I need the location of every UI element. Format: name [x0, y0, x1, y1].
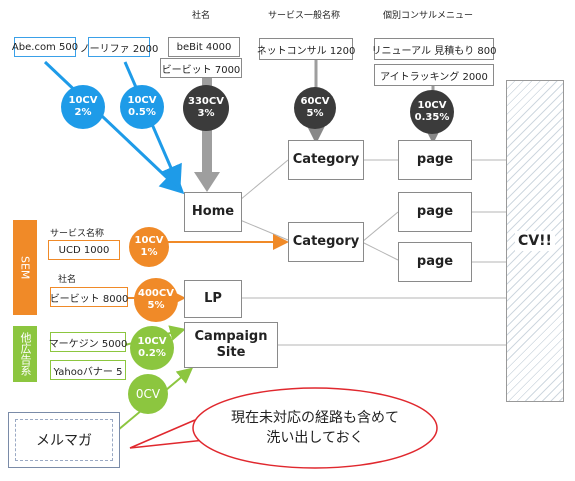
- category-node: Category: [288, 222, 364, 262]
- sem-company-box: ビービット 8000: [50, 287, 128, 307]
- company-box: beBit 4000: [168, 37, 240, 57]
- sem-service-label: サービス名称: [50, 229, 105, 239]
- other-ad-box: Yahooバナー 5: [50, 360, 126, 380]
- mailmag-box: メルマガ: [15, 419, 113, 461]
- category-node: Category: [288, 140, 364, 180]
- blue-arrow-1: [43, 60, 185, 195]
- page-node: page: [398, 140, 472, 180]
- source-box: ノーリファ 2000: [80, 37, 158, 57]
- sem-company-label: 社名: [58, 275, 77, 285]
- home-node: Home: [184, 192, 242, 232]
- cv-circle: 0CV: [128, 374, 168, 414]
- source-box: Abe.com 500: [12, 37, 78, 57]
- company-box: ビービット 7000: [160, 58, 242, 78]
- other-ads-bar: 他広告系: [13, 326, 37, 382]
- lp-node: LP: [184, 280, 242, 318]
- sem-service-box: UCD 1000: [48, 240, 120, 260]
- company-label: 社名: [192, 11, 211, 21]
- page-node: page: [398, 242, 472, 282]
- sem-bar: SEM: [13, 220, 37, 315]
- service-box: ネットコンサル 1200: [257, 38, 355, 60]
- callout-bubble: [192, 387, 438, 469]
- service-label: サービス一般名称: [268, 11, 341, 21]
- callout-text: 現在未対応の経路も含めて 洗い出しておく: [231, 410, 399, 446]
- individual-label: 個別コンサルメニュー: [383, 11, 474, 21]
- callout-tail: [129, 419, 206, 449]
- other-ad-box: マーケジン 5000: [49, 332, 127, 352]
- page-node: page: [398, 192, 472, 232]
- cv-goal: CV!!: [506, 80, 564, 402]
- mailmag-frame: メルマガ: [8, 412, 120, 468]
- individual-box: リニューアル 見積もり 800: [372, 38, 496, 60]
- individual-box: アイトラッキング 2000: [374, 64, 494, 86]
- home-thick-arrow-head: [194, 172, 220, 192]
